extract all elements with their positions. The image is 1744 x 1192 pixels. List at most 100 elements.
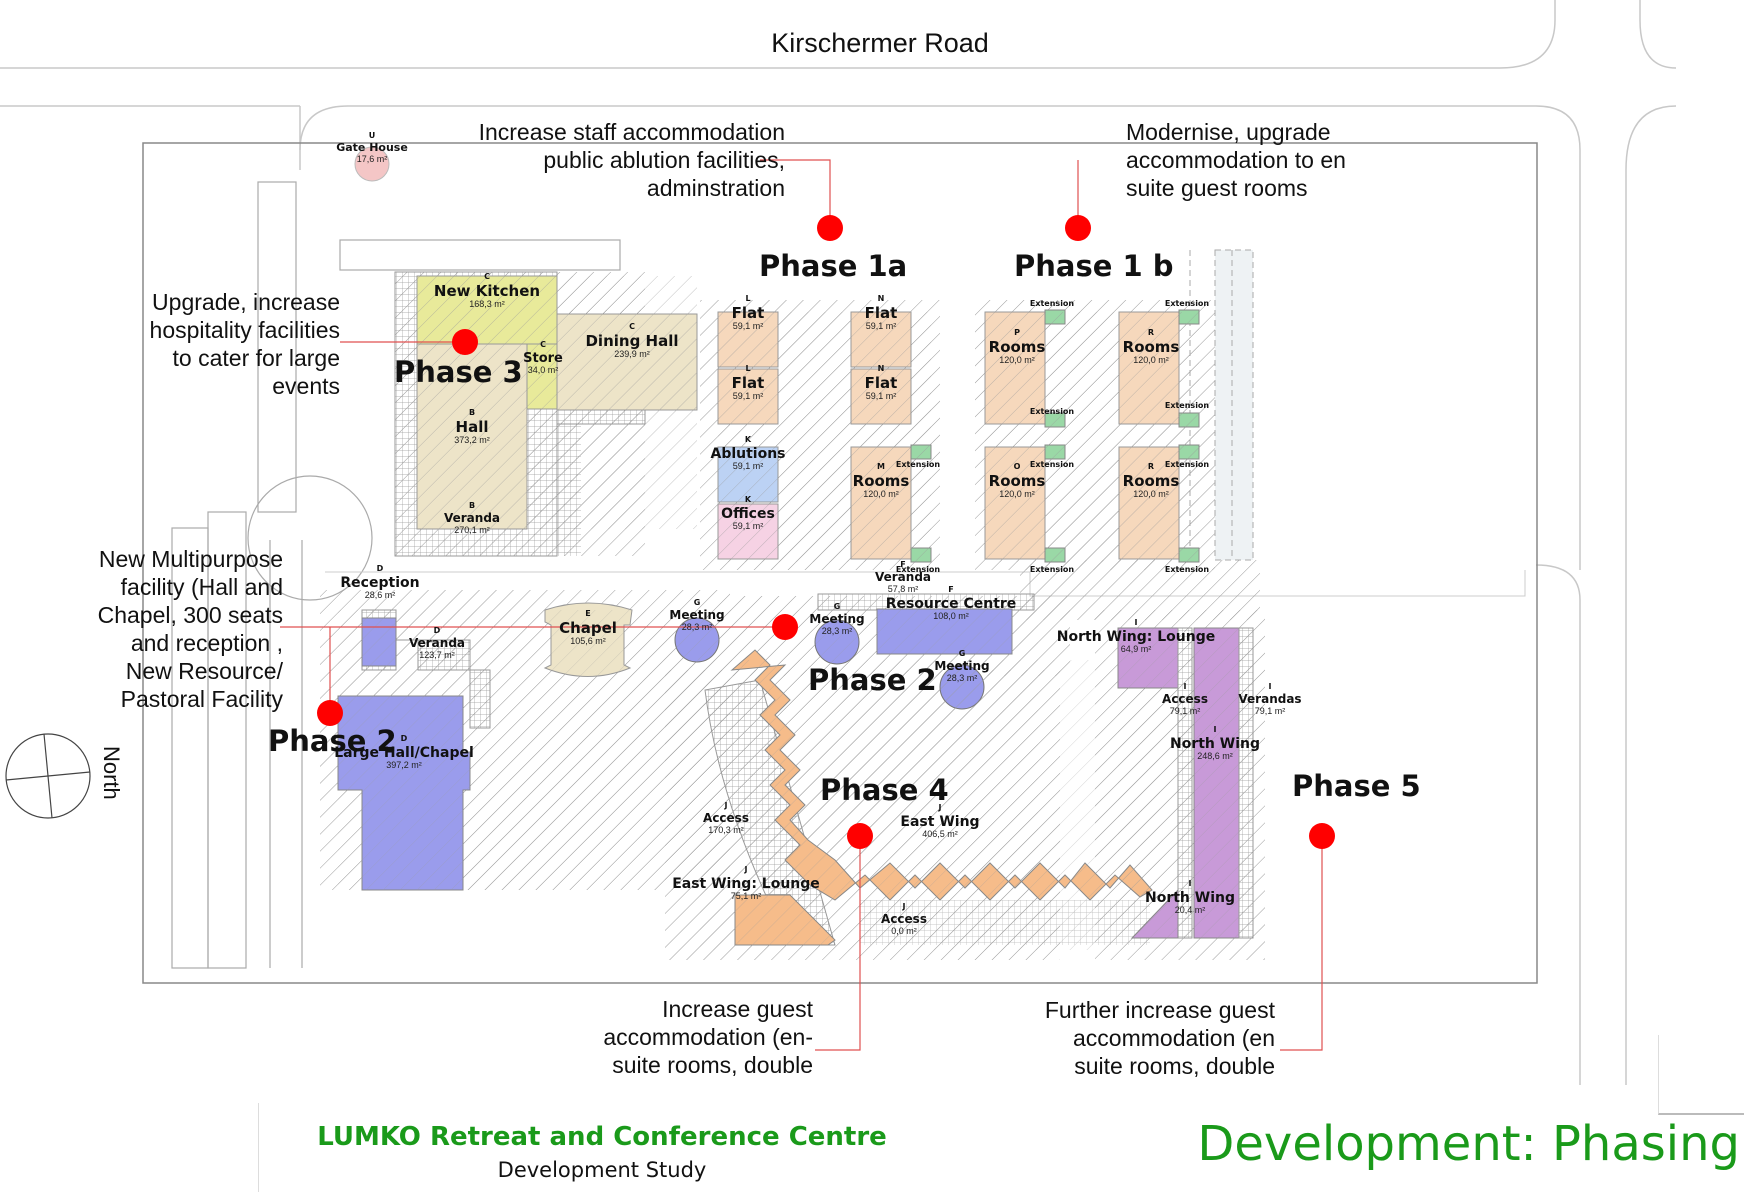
building-name: Dining Hall [585, 332, 678, 350]
building-area: 79,1 m² [1170, 706, 1201, 716]
building-name: Access [703, 811, 749, 825]
building-area: 120,0 m² [999, 355, 1035, 365]
building-name: Rooms [1123, 472, 1180, 490]
building-area: 20,4 m² [1175, 905, 1206, 915]
building-area: 59,1 m² [733, 391, 764, 401]
extension-label: Extension [1030, 299, 1075, 308]
building-name: Chapel [559, 619, 617, 637]
building-name: North Wing: Lounge [1057, 629, 1215, 645]
marker-phase1a [817, 215, 843, 241]
building-code: B [469, 501, 475, 510]
parking-strips [171, 181, 621, 969]
phase3-buildings [394, 271, 698, 557]
building-name: Store [523, 351, 563, 366]
building-name: Flat [865, 374, 898, 392]
building-code: L [745, 294, 750, 303]
north-label: North [99, 746, 124, 800]
building-area: 120,0 m² [863, 489, 899, 499]
building-code: E [585, 609, 590, 618]
building-name: North Wing [1145, 890, 1235, 906]
building-area: 28,3 m² [682, 622, 713, 632]
building-name: Rooms [989, 472, 1046, 490]
building-code: L [745, 364, 750, 373]
project-subtitle: Development Study [497, 1158, 707, 1182]
building-area: 123,7 m² [419, 650, 455, 660]
building-name: Meeting [809, 612, 864, 626]
extension-label: Extension [1030, 565, 1075, 574]
building-area: 168,3 m² [469, 299, 505, 309]
building-code: I [1135, 618, 1138, 627]
building-code: B [469, 408, 475, 417]
phase-5-label: Phase 5 [1292, 769, 1421, 803]
building-code: F [948, 585, 953, 594]
building-code: J [724, 801, 728, 810]
building-code: I [1184, 682, 1187, 691]
building-area: 239,9 m² [614, 349, 650, 359]
building-name: Flat [732, 304, 765, 322]
phase-2-center-label: Phase 2 [808, 663, 937, 697]
building-code: G [834, 602, 841, 611]
building-code: C [540, 340, 546, 349]
building-area: 0,0 m² [891, 926, 917, 936]
marker-phase3 [452, 329, 478, 355]
building-area: 120,0 m² [1133, 489, 1169, 499]
marker-phase1b [1065, 215, 1091, 241]
marker-phase5 [1309, 823, 1335, 849]
building-code: I [1189, 879, 1192, 888]
extension-label: Extension [896, 460, 941, 469]
building-area: 79,1 m² [1255, 706, 1286, 716]
north-arrow [5, 733, 91, 819]
building-name: Large Hall/Chapel [334, 745, 474, 761]
project-title: LUMKO Retreat and Conference Centre [317, 1122, 887, 1152]
building-name: Veranda [409, 636, 465, 650]
marker-phase2-left [317, 700, 343, 726]
building-name: Rooms [989, 338, 1046, 356]
annotation-phase2: New Multipurpose facility (Hall and Chap… [97, 546, 283, 712]
marker-phase4 [847, 823, 873, 849]
building-name: Resource Centre [886, 596, 1017, 612]
phase-markers [317, 215, 1335, 849]
building-code: D [401, 734, 408, 743]
road-name: Kirschermer Road [771, 28, 989, 58]
marker-phase2-center [772, 614, 798, 640]
building-name: Flat [732, 374, 765, 392]
building-code: N [878, 294, 885, 303]
building-name: Ablutions [710, 446, 785, 462]
building-code: F [900, 560, 905, 569]
building-code: I [1269, 682, 1272, 691]
building-area: 170,3 m² [708, 825, 744, 835]
building-area: 248,6 m² [1197, 751, 1233, 761]
annotation-phase5: Further increase guest accommodation (en… [1044, 997, 1275, 1079]
building-area: 59,1 m² [866, 321, 897, 331]
building-code: D [377, 564, 384, 573]
building-area: 75,1 m² [731, 891, 762, 901]
extension-labels: ExtensionExtensionExtensionExtensionExte… [896, 299, 1210, 574]
building-code: K [745, 495, 752, 504]
annotation-phase3: Upgrade, increase hospitality facilities… [149, 289, 340, 399]
phase-4-label: Phase 4 [820, 773, 949, 807]
building-area: 28,3 m² [822, 626, 853, 636]
building-area: 59,1 m² [866, 391, 897, 401]
building-area: 59,1 m² [733, 321, 764, 331]
extension-label: Extension [1030, 460, 1075, 469]
building-area: 105,6 m² [570, 636, 606, 646]
building-code: G [694, 598, 701, 607]
